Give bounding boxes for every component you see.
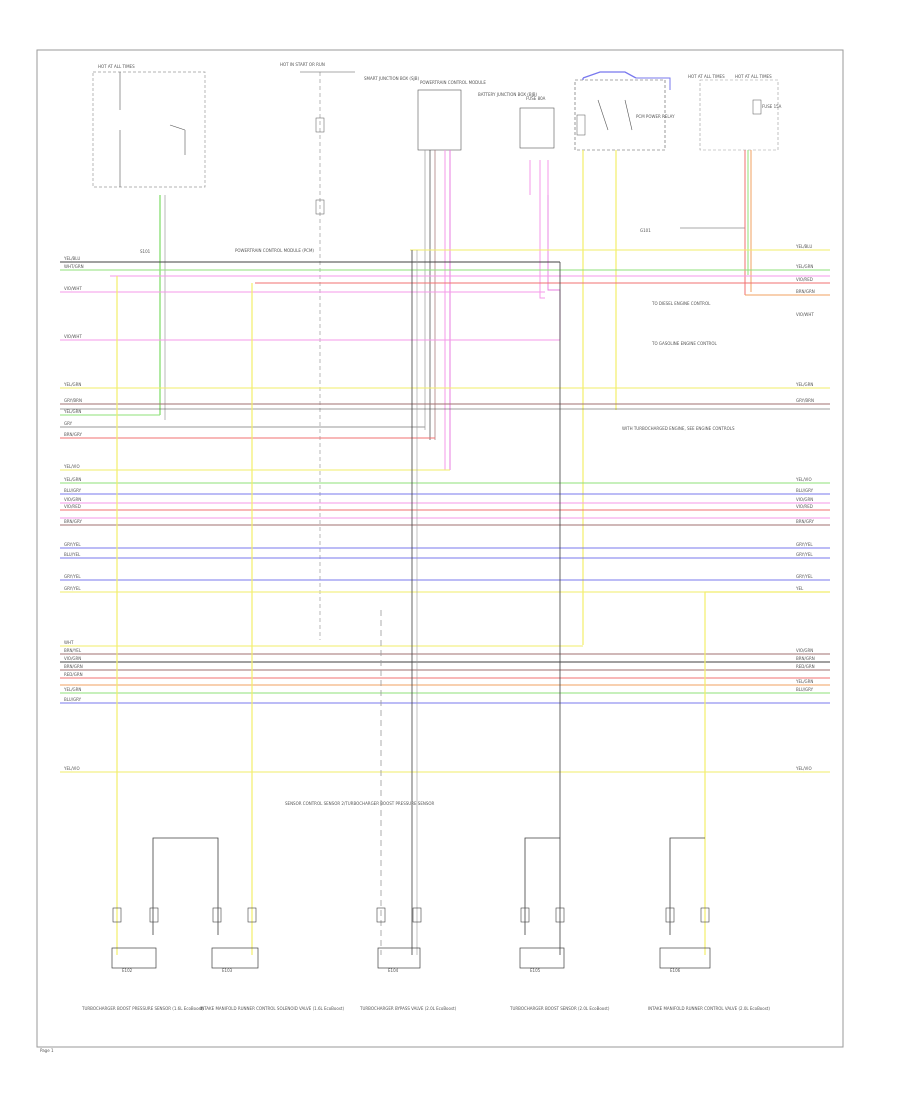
left-wire-label: GRY/YEL: [64, 574, 81, 579]
right-wire-labels: YEL/BLU YEL/GRN VIO/RED BRN/GRN VIO/WHT YEL/G…: [795, 244, 815, 771]
bottom-connector-3: E104: [388, 968, 399, 973]
left-wire-label: VIO/WHT: [64, 334, 82, 339]
top-label-hot-left: HOT AT ALL TIMES: [98, 64, 135, 69]
left-wire-label: GRY/YEL: [64, 542, 81, 547]
module-box-label: POWERTRAIN CONTROL MODULE (PCM): [235, 248, 314, 253]
grounds-label: G101: [640, 228, 651, 233]
diagram-frame: [36, 49, 844, 1048]
bottom-connector-2: E103: [222, 968, 233, 973]
right-wire-label: RED/GRN: [796, 664, 815, 669]
right-wire-label: VIO/RED: [796, 277, 813, 282]
bottom-component-1: E102 TURBOCHARGER BOOST PRESSURE SENSOR …: [81, 947, 204, 1011]
right-wire-label: BRN/GRN: [796, 289, 815, 294]
page-label: Page 1: [40, 1048, 54, 1053]
bottom-label-3: TURBOCHARGER BYPASS VALVE (2.0L EcoBoost…: [359, 1006, 457, 1011]
left-wire-label: WHT/GRN: [64, 264, 84, 269]
right-wire-label: GRY/YEL: [796, 542, 813, 547]
right-wire-label: BLU/GRY: [796, 488, 814, 493]
left-wire-label: BLU/GRY: [64, 488, 82, 493]
right-wire-label: BRN/GRN: [796, 656, 815, 661]
right-wire-label: GRY/BRN: [796, 398, 814, 403]
left-wire-label: YEL/BLU: [63, 256, 80, 261]
top-label-relay: PCM POWER RELAY: [636, 114, 675, 119]
left-wire-label: WHT: [64, 640, 74, 645]
left-wire-label: BRN/YEL: [64, 648, 82, 653]
left-wire-label: VIO/GRN: [64, 656, 81, 661]
left-wire-label: BLU/YEL: [64, 552, 81, 557]
wire-bus: [60, 249, 830, 773]
right-wire-label: YEL/GRN: [795, 679, 813, 684]
left-wire-label: VIO/WHT: [64, 286, 82, 291]
left-fuse-box: [92, 71, 206, 188]
bottom-label-5: INTAKE MANIFOLD RUNNER CONTROL VALVE (2.…: [648, 1006, 770, 1011]
left-wire-label: BRN/GRY: [64, 519, 82, 524]
top-label-hot-start: HOT IN START OR RUN: [280, 62, 325, 67]
left-wire-label: VIO/RED: [64, 504, 81, 509]
right-wire-label: BRN/GRY: [796, 519, 814, 524]
left-wire-label: RED/GRN: [64, 672, 83, 677]
top-label-hot-right-1: HOT AT ALL TIMES: [688, 74, 725, 79]
bottom-connector-4: E105: [530, 968, 541, 973]
left-wire-label: YEL/GRN: [63, 409, 81, 414]
bottom-component-4: E105 TURBOCHARGER BOOST SENSOR (2.0L Eco…: [509, 947, 610, 1011]
right-wire-label: YEL/GRN: [795, 264, 813, 269]
bottom-component-3: E104 TURBOCHARGER BYPASS VALVE (2.0L Eco…: [359, 947, 457, 1011]
left-wire-label: GRY: [64, 421, 73, 426]
bottom-connector-5: E106: [670, 968, 681, 973]
bottom-label-4: TURBOCHARGER BOOST SENSOR (2.0L EcoBoost…: [509, 1006, 610, 1011]
left-wire-label: YEL/VIO: [63, 464, 80, 469]
bottom-label-2: INTAKE MANIFOLD RUNNER CONTROL SOLENOID …: [200, 1006, 344, 1011]
right-wire-label: YEL: [795, 586, 804, 591]
pcm-power-relay-box: [574, 79, 666, 151]
top-label-hot-right-2: HOT AT ALL TIMES: [735, 74, 772, 79]
right-wire-label: VIO/GRN: [796, 497, 813, 502]
right-wire-label: GRY/YEL: [796, 552, 813, 557]
note-2: TO GASOLINE ENGINE CONTROL: [651, 341, 717, 346]
bottom-label-1: TURBOCHARGER BOOST PRESSURE SENSOR (1.6L…: [81, 1006, 204, 1011]
top-label-pcm: POWERTRAIN CONTROL MODULE: [420, 80, 486, 85]
right-wire-label: BLU/GRY: [796, 687, 814, 692]
left-wire-label: GRY/BRN: [64, 398, 82, 403]
top-label-fuse-80a: FUSE 80A: [526, 96, 546, 101]
left-wire-label: BRN/GRN: [64, 664, 83, 669]
top-label-bjb: BATTERY JUNCTION BOX (BJB): [478, 92, 537, 97]
top-label-fuse-15a: FUSE 15A: [762, 104, 782, 109]
left-wire-label: YEL/GRN: [63, 382, 81, 387]
left-wire-label: YEL/VIO: [63, 766, 80, 771]
note-3: WITH TURBOCHARGED ENGINE, SEE ENGINE CON…: [622, 426, 735, 431]
right-wire-label: YEL/VIO: [795, 477, 812, 482]
right-wire-label: YEL/BLU: [795, 244, 812, 249]
left-wire-label: BLU/GRY: [64, 697, 82, 702]
bottom-component-2: E103 INTAKE MANIFOLD RUNNER CONTROL SOLE…: [200, 947, 344, 1011]
right-wire-label: VIO/WHT: [796, 312, 814, 317]
left-wire-label: YEL/GRN: [63, 687, 81, 692]
top-label-sjb: SMART JUNCTION BOX (SJB): [364, 76, 419, 81]
left-wire-label: GRY/YEL: [64, 586, 81, 591]
left-wire-label: VIO/GRN: [64, 497, 81, 502]
pcm-box-top: [417, 89, 462, 151]
right-wire-label: GRY/YEL: [796, 574, 813, 579]
center-note: SENSOR CONTROL SENSOR 2/TURBOCHARGER BOO…: [285, 801, 435, 806]
note-1: TO DIESEL ENGINE CONTROL: [651, 301, 711, 306]
left-wire-label: BRN/GRY: [64, 432, 82, 437]
bottom-component-5: E106 INTAKE MANIFOLD RUNNER CONTROL VALV…: [648, 947, 770, 1011]
right-wire-label: YEL/VIO: [795, 766, 812, 771]
left-wire-labels: YEL/BLU WHT/GRN VIO/WHT VIO/WHT YEL/GRN GRY/B…: [63, 256, 84, 771]
right-wire-label: YEL/GRN: [795, 382, 813, 387]
left-wire-label: YEL/GRN: [63, 477, 81, 482]
right-wire-label: VIO/RED: [796, 504, 813, 509]
splice-label-a: S101: [140, 249, 151, 254]
right-wire-label: VIO/GRN: [796, 648, 813, 653]
bottom-connector-1: E102: [122, 968, 133, 973]
fuse-module-box: [519, 107, 555, 149]
